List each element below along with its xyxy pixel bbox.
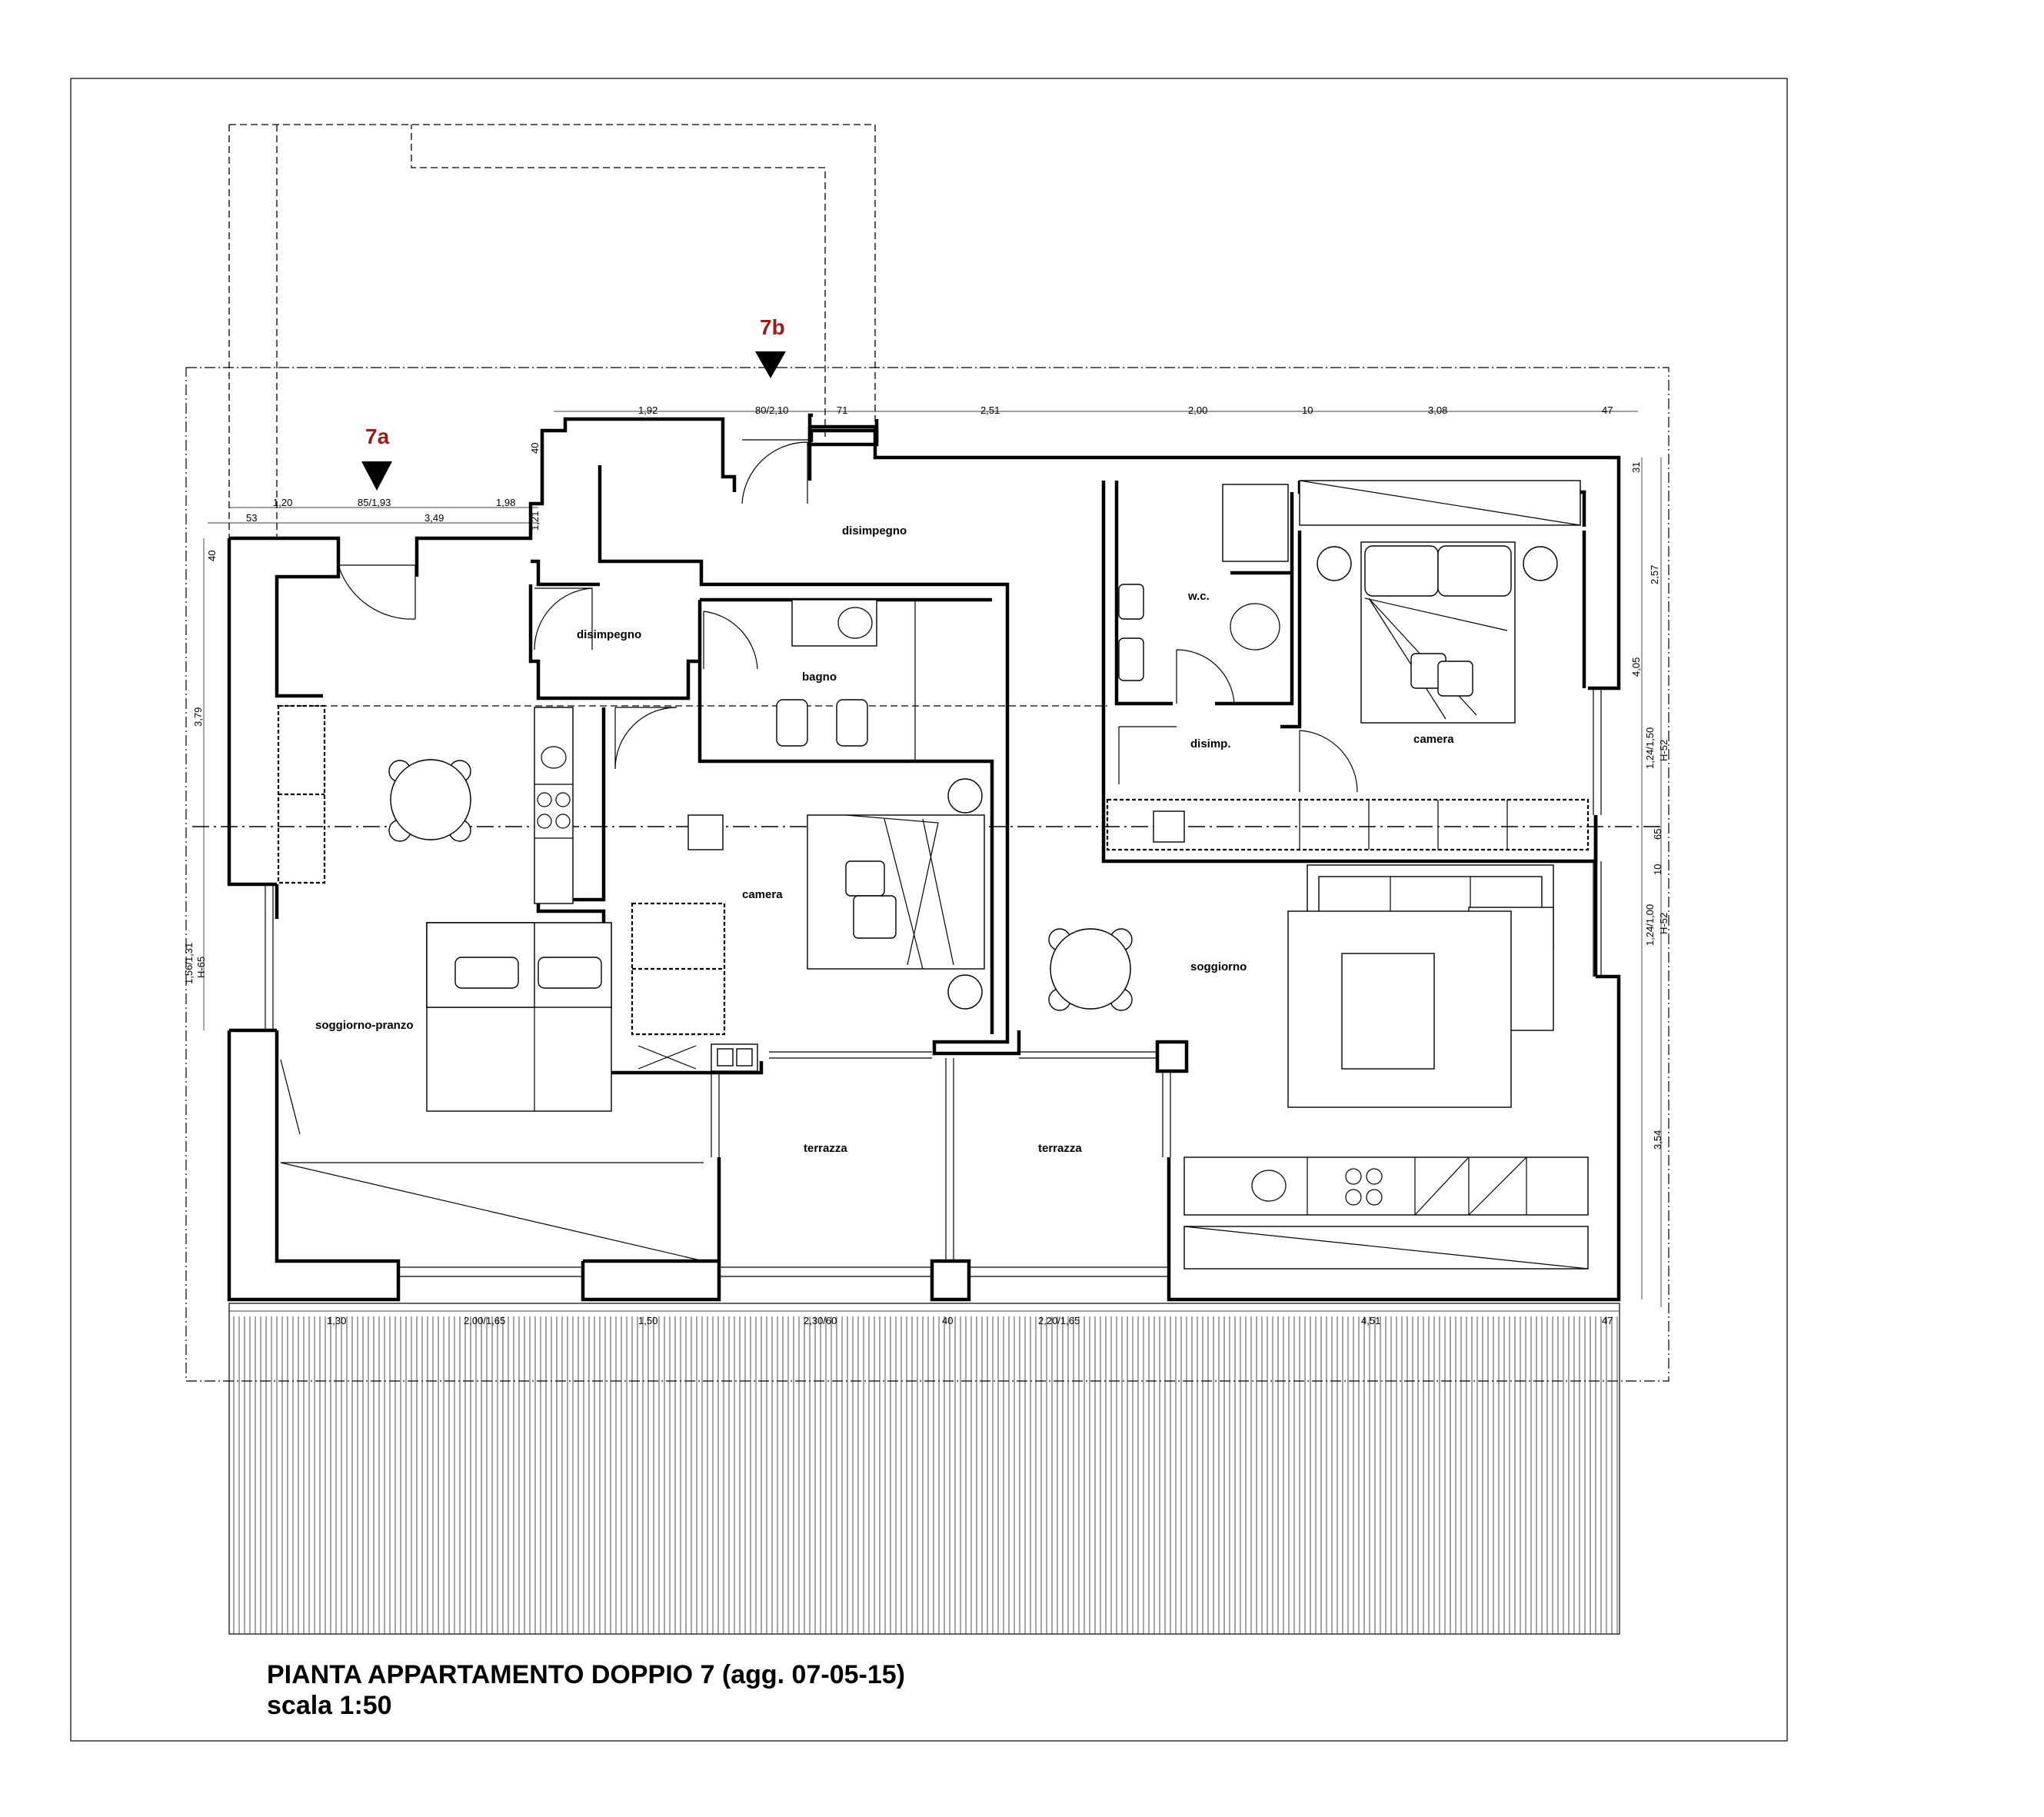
room-label-terrazza-right: terrazza	[1038, 1142, 1082, 1155]
dimension-lines	[203, 411, 1662, 1312]
svg-text:3,79: 3,79	[192, 707, 204, 727]
room-label-disimp: disimp.	[1190, 737, 1231, 750]
room-label-disimpegno-top: disimpegno	[842, 524, 907, 537]
svg-text:H-52: H-52	[1658, 913, 1669, 934]
svg-text:40: 40	[529, 443, 541, 454]
svg-text:40: 40	[206, 551, 218, 561]
svg-text:1,24/1,50: 1,24/1,50	[1644, 727, 1656, 769]
svg-text:47: 47	[1602, 404, 1613, 416]
dimension-text-upper-left: 1,20 85/1,93 1,98 53 3,49 40 1,21	[246, 443, 541, 531]
upper-structure-outline	[228, 124, 876, 538]
room-label-camera-right: camera	[1413, 733, 1454, 746]
svg-text:40: 40	[942, 1315, 953, 1326]
svg-text:3,54: 3,54	[1652, 1130, 1663, 1150]
section-marker-7a: 7a	[361, 424, 392, 491]
dimension-text-bottom: 1,30 2,00/1,65 1,50 2,30/60 40 2,20/1,65…	[327, 1315, 1613, 1326]
svg-text:53: 53	[246, 512, 257, 524]
svg-text:7b: 7b	[760, 315, 785, 339]
sheet-border	[70, 78, 1788, 1742]
svg-text:2,20/1,65: 2,20/1,65	[1038, 1315, 1080, 1326]
svg-text:1,30: 1,30	[327, 1315, 346, 1326]
room-label-wc: w.c.	[1187, 590, 1210, 603]
furniture	[277, 480, 1590, 1270]
svg-text:2,00/1,65: 2,00/1,65	[464, 1315, 505, 1326]
windows	[265, 688, 1602, 1277]
svg-text:85/1,93: 85/1,93	[358, 497, 391, 508]
svg-text:1,21: 1,21	[529, 511, 541, 531]
terrace-hatch	[228, 1303, 1620, 1635]
svg-text:1,50: 1,50	[638, 1315, 657, 1326]
svg-text:2,00: 2,00	[1188, 404, 1207, 416]
room-label-camera-center: camera	[742, 888, 783, 901]
svg-text:80/2,10: 80/2,10	[755, 404, 788, 416]
dimension-text-top: 1,92 80/2,10 71 2,51 2,00 10 3,08 47	[638, 404, 1613, 416]
svg-text:10: 10	[1302, 404, 1313, 416]
svg-text:2,57: 2,57	[1649, 565, 1660, 584]
svg-text:1,56/1,31: 1,56/1,31	[183, 943, 195, 984]
drawing-title: PIANTA APPARTAMENTO DOPPIO 7 (agg. 07-05…	[267, 1660, 905, 1689]
svg-text:31: 31	[1630, 462, 1642, 473]
room-label-soggiorno-pranzo: soggiorno-pranzo	[315, 1019, 414, 1032]
svg-text:H-52: H-52	[1658, 740, 1669, 761]
building-extent	[185, 367, 1669, 1382]
walls	[227, 413, 1621, 1302]
svg-text:1,98: 1,98	[496, 497, 515, 508]
svg-text:1,20: 1,20	[273, 497, 292, 508]
svg-text:1,24/1,00: 1,24/1,00	[1644, 904, 1656, 946]
svg-text:3,49: 3,49	[424, 512, 444, 524]
svg-text:2,30/60: 2,30/60	[804, 1315, 837, 1326]
svg-text:2,51: 2,51	[980, 404, 1000, 416]
title-block: PIANTA APPARTAMENTO DOPPIO 7 (agg. 07-05…	[267, 1659, 905, 1721]
svg-text:7a: 7a	[365, 424, 390, 448]
dimension-text-left: 40 3,79 1,56/1,31 H-65	[183, 551, 218, 984]
section-marker-7b: 7b	[755, 315, 786, 378]
room-label-soggiorno: soggiorno	[1190, 960, 1247, 973]
svg-text:47: 47	[1602, 1315, 1613, 1326]
svg-text:4,51: 4,51	[1361, 1315, 1380, 1326]
svg-text:71: 71	[837, 404, 847, 416]
doors	[338, 439, 1358, 793]
svg-text:4,05: 4,05	[1630, 657, 1642, 677]
svg-text:3,08: 3,08	[1428, 404, 1447, 416]
svg-text:1,92: 1,92	[638, 404, 657, 416]
room-labels: disimpegno disimpegno bagno w.c. disimp.…	[315, 524, 1454, 1155]
svg-text:10: 10	[1652, 864, 1663, 875]
dimension-text-right: 31 2,57 4,05 1,24/1,50 H-52 65 10 1,24/1…	[1630, 462, 1669, 1150]
room-label-bagno: bagno	[802, 671, 837, 684]
svg-text:H-65: H-65	[195, 957, 207, 978]
room-label-terrazza-left: terrazza	[804, 1142, 847, 1155]
drawing-scale: scala 1:50	[267, 1691, 392, 1720]
room-label-disimpegno-left: disimpegno	[577, 628, 641, 641]
svg-text:65: 65	[1652, 829, 1663, 840]
